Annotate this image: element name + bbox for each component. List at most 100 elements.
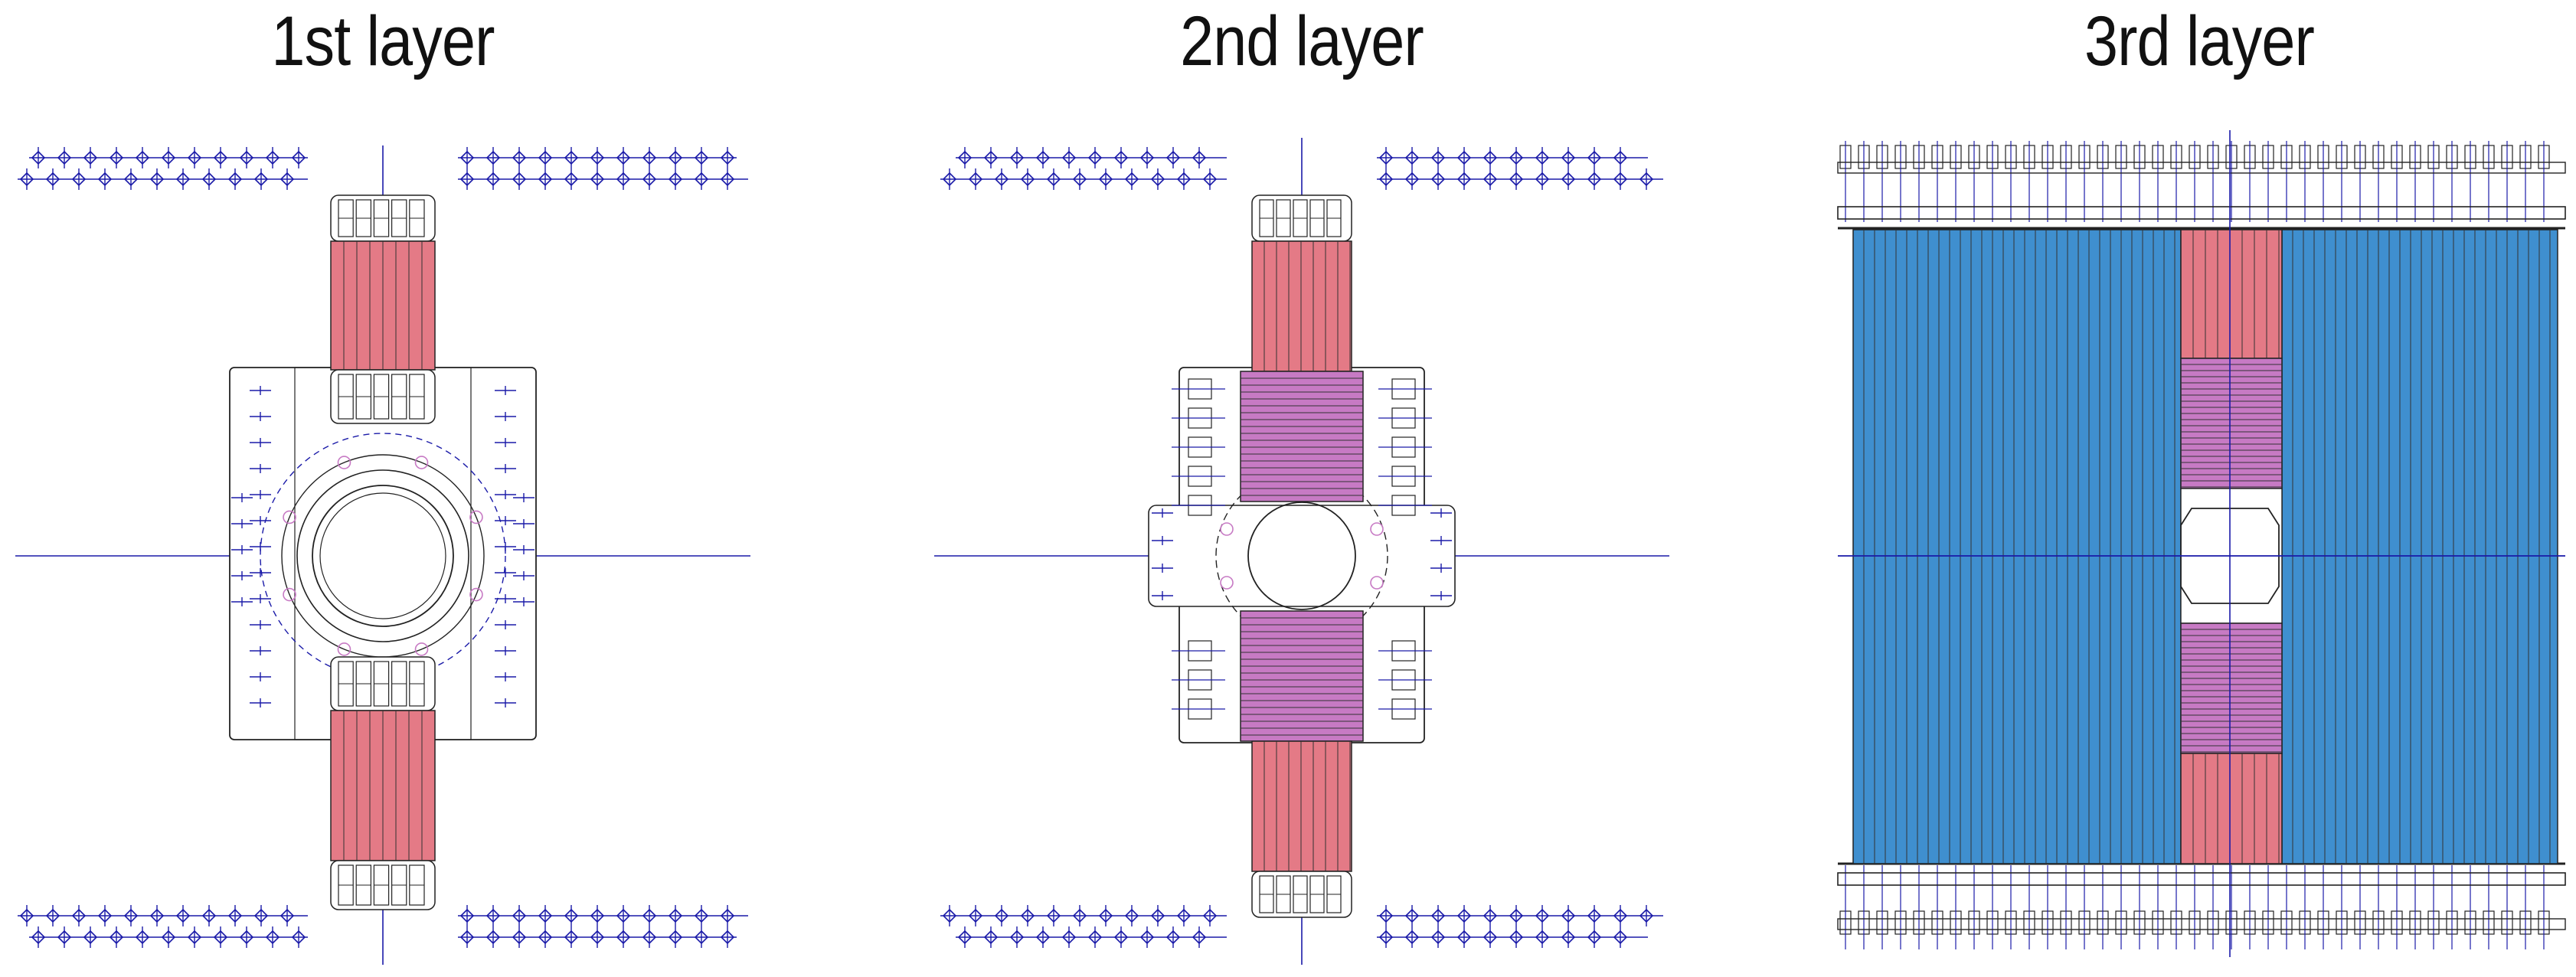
fastener-mark <box>485 172 501 187</box>
coil-body <box>1240 610 1364 742</box>
fastener-mark <box>239 150 254 165</box>
bottom-bolt-rail <box>1837 862 2566 949</box>
left-blue-coil <box>1852 229 2182 864</box>
fastener-mark <box>1009 930 1025 945</box>
bottom-fastener-row-right-upper <box>458 905 748 926</box>
housing-side-lugs <box>1148 505 1456 607</box>
flange-bolt <box>1220 576 1234 590</box>
top-fastener-row-right-upper <box>458 147 737 168</box>
fastener-mark <box>1124 908 1139 923</box>
fastener-mark <box>253 172 269 187</box>
fastener-mark <box>994 172 1009 187</box>
fastener-mark <box>459 172 475 187</box>
fastener-mark <box>1561 930 1576 945</box>
fastener-mark <box>213 930 228 945</box>
coil-body <box>1251 240 1352 372</box>
fastener-mark <box>942 172 957 187</box>
top-fastener-row-left-lower <box>940 168 1227 190</box>
fastener-mark <box>1430 908 1446 923</box>
fastener-mark <box>1098 908 1113 923</box>
fastener-mark <box>564 930 579 945</box>
bottom-red-coil <box>330 710 436 861</box>
fastener-mark <box>1378 930 1394 945</box>
fastener-mark <box>1035 150 1051 165</box>
rail-bar <box>1837 162 2566 174</box>
top-clamp-block <box>330 194 436 242</box>
fastener-mark <box>538 150 553 165</box>
bore-inner <box>319 492 446 619</box>
fastener-mark <box>135 930 150 945</box>
fastener-mark <box>45 908 60 923</box>
fastener-mark <box>1404 150 1420 165</box>
panel-layer-2: 2nd layer <box>919 0 1685 977</box>
fastener-mark <box>512 908 527 923</box>
bore <box>312 485 454 627</box>
fastener-mark <box>1202 908 1218 923</box>
fastener-mark <box>227 908 243 923</box>
fastener-mark <box>19 172 34 187</box>
fastener-mark <box>994 908 1009 923</box>
layer-1-drawing <box>15 145 750 965</box>
fastener-mark <box>1509 150 1524 165</box>
coil-body <box>2281 229 2558 864</box>
fastener-mark <box>109 930 124 945</box>
fastener-mark <box>1192 150 1207 165</box>
rail-bar <box>1837 918 2566 930</box>
fastener-mark <box>1430 930 1446 945</box>
fastener-mark <box>57 930 72 945</box>
fastener-mark <box>280 908 295 923</box>
fastener-mark <box>1561 908 1576 923</box>
fastener-mark <box>1483 172 1498 187</box>
top-fastener-row-right-upper <box>1377 147 1648 168</box>
fastener-mark <box>135 150 150 165</box>
fastener-mark <box>485 908 501 923</box>
housing-fastener-column-right <box>495 386 516 707</box>
fastener-mark <box>1430 172 1446 187</box>
fastener-mark <box>123 172 139 187</box>
bottom-fastener-row-right-upper <box>1377 905 1663 926</box>
fastener-mark <box>694 908 709 923</box>
panel-layer-3: 3rd layer <box>1822 0 2576 977</box>
flange-bolt <box>337 642 351 656</box>
fastener-mark <box>1535 930 1550 945</box>
fastener-mark <box>1072 908 1087 923</box>
fastener-mark <box>45 172 60 187</box>
fastener-mark <box>1098 172 1113 187</box>
fastener-mark <box>694 150 709 165</box>
fastener-mark <box>1587 172 1602 187</box>
fastener-mark <box>1456 930 1472 945</box>
fastener-mark <box>1483 150 1498 165</box>
fastener-mark <box>161 930 176 945</box>
flange-bolt <box>469 510 483 524</box>
flange-bolt <box>337 456 351 469</box>
fastener-mark <box>1046 908 1061 923</box>
coil-body <box>2180 358 2283 489</box>
fastener-mark <box>1176 908 1192 923</box>
top-fastener-row-right-lower <box>1377 168 1663 190</box>
rail-bar <box>1837 206 2566 220</box>
flange-bolt <box>283 587 296 602</box>
fastener-mark <box>1124 172 1139 187</box>
fastener-mark <box>1561 172 1576 187</box>
bottom-fastener-row-right-lower <box>458 926 737 948</box>
fastener-mark <box>175 908 191 923</box>
fastener-mark <box>720 930 735 945</box>
fastener-mark <box>942 908 957 923</box>
flange-ring <box>1215 469 1388 642</box>
housing-fastener-column-left <box>250 386 271 707</box>
fastener-mark <box>720 908 735 923</box>
fastener-mark <box>1035 930 1051 945</box>
top-red-coil <box>2180 229 2283 359</box>
fastener-mark <box>564 150 579 165</box>
layer-3-drawing <box>1837 130 2566 957</box>
fastener-mark <box>149 908 165 923</box>
fastener-mark <box>1483 908 1498 923</box>
right-blue-coil <box>2281 229 2558 864</box>
fastener-mark <box>1639 908 1654 923</box>
fastener-mark <box>291 930 306 945</box>
fastener-mark <box>227 172 243 187</box>
panel-layer-1: 1st layer <box>0 0 766 977</box>
fastener-mark <box>1404 172 1420 187</box>
fastener-mark <box>1535 172 1550 187</box>
fastener-mark <box>1087 930 1103 945</box>
